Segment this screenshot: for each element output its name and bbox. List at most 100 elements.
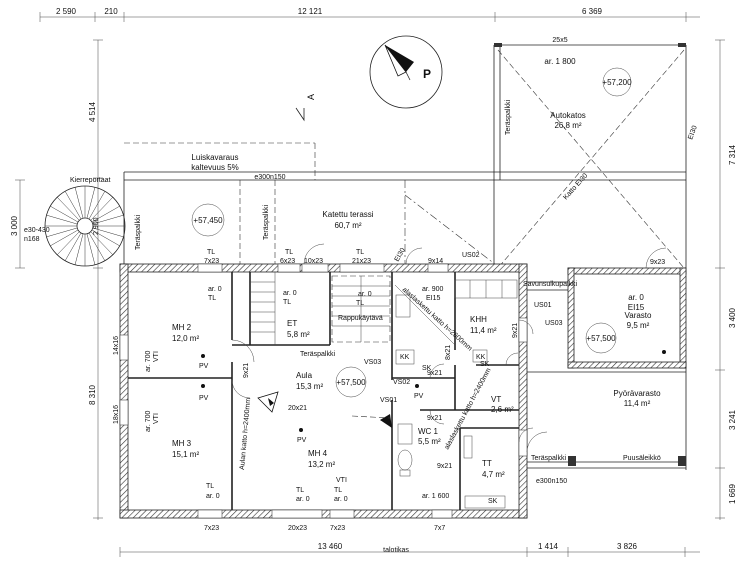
terrace-beam-left: Teräspalkki bbox=[135, 215, 142, 250]
dim-bottom-1414: 1 414 bbox=[538, 542, 559, 551]
svg-text:+57,500: +57,500 bbox=[336, 378, 366, 387]
svg-text:15,1 m²: 15,1 m² bbox=[172, 450, 199, 459]
svg-text:PV: PV bbox=[199, 395, 209, 402]
svg-text:VS03: VS03 bbox=[364, 359, 381, 366]
svg-text:20x23: 20x23 bbox=[288, 525, 307, 532]
svg-text:PV: PV bbox=[199, 363, 209, 370]
svg-text:WC 1: WC 1 bbox=[418, 427, 439, 436]
svg-text:SK: SK bbox=[480, 361, 490, 368]
svg-text:TL: TL bbox=[206, 483, 214, 490]
svg-text:9x21: 9x21 bbox=[437, 463, 452, 470]
svg-text:Aulan katto h=2400mm: Aulan katto h=2400mm bbox=[239, 397, 252, 470]
svg-text:KHH: KHH bbox=[470, 315, 487, 324]
carport-level: +57,200 bbox=[602, 78, 632, 87]
carport-area: 26,8 m² bbox=[554, 121, 581, 130]
room-vt: VT 2,6 m² bbox=[491, 395, 514, 414]
dim-top-2590: 2 590 bbox=[56, 7, 77, 16]
dim-left-4514: 4 514 bbox=[88, 101, 97, 122]
terrace-area: 60,7 m² bbox=[334, 221, 361, 230]
top-dimensions: 2 590 210 12 121 6 369 bbox=[39, 7, 700, 22]
dim-bottom-13460: 13 460 bbox=[318, 542, 343, 551]
varasto-level: +57,500 bbox=[586, 334, 616, 343]
dim-right-1669: 1 669 bbox=[728, 483, 737, 504]
ramp-reservation: Luiskavaraus bbox=[191, 153, 238, 162]
svg-text:5,8 m²: 5,8 m² bbox=[287, 330, 310, 339]
svg-text:PV: PV bbox=[414, 393, 424, 400]
svg-text:9x21: 9x21 bbox=[427, 415, 442, 422]
interior-walls bbox=[128, 272, 519, 510]
svg-text:18x16: 18x16 bbox=[113, 405, 120, 424]
top-wall-labels: TL 7x23 TL 6x23 10x23 TL 21x23 9x14 US02 bbox=[204, 249, 480, 265]
terrace-level: +57,450 bbox=[193, 216, 223, 225]
svg-text:VS02: VS02 bbox=[393, 379, 410, 386]
left-dimensions: 4 514 3 000 8 310 e30-430 n168 bbox=[10, 39, 103, 520]
svg-text:ar. 700: ar. 700 bbox=[145, 410, 152, 432]
svg-text:11,4 m²: 11,4 m² bbox=[470, 326, 497, 335]
svg-text:MH 4: MH 4 bbox=[308, 449, 328, 458]
svg-text:ar. 900: ar. 900 bbox=[422, 286, 444, 293]
svg-text:ET: ET bbox=[287, 319, 297, 328]
svg-text:10x23: 10x23 bbox=[304, 258, 323, 265]
svg-text:KK: KK bbox=[476, 354, 486, 361]
svg-text:12,0 m²: 12,0 m² bbox=[172, 334, 199, 343]
room-mh4: PV MH 4 13,2 m² VTI TL ar. 0 TL ar. 0 20… bbox=[288, 428, 348, 532]
storage-wing: +57,500 ar. 0 EI15 Varasto 9,5 m² Pyöräv… bbox=[523, 259, 687, 485]
svg-text:13,2 m²: 13,2 m² bbox=[308, 460, 335, 469]
svg-text:Rappukäytävä: Rappukäytävä bbox=[338, 315, 383, 322]
dim-right-7314: 7 314 bbox=[728, 144, 737, 165]
svg-text:MH 2: MH 2 bbox=[172, 323, 192, 332]
svg-text:15,3 m²: 15,3 m² bbox=[296, 382, 323, 391]
roof-ladder: talotikas bbox=[383, 547, 409, 554]
khh-fixtures: KK KK bbox=[394, 279, 518, 365]
svg-text:TT: TT bbox=[482, 459, 492, 468]
room-stair-hall: ar. 0 TL Rappukäytävä VS03 bbox=[338, 291, 383, 366]
room-mh2: ar. 0 TL MH 2 12,0 m² ar. 700 VTI 14x16 … bbox=[113, 286, 222, 372]
spiral-stair-dim: 2 900 bbox=[93, 217, 100, 235]
right-dimensions: 7 314 3 400 3 241 1 669 bbox=[715, 39, 737, 520]
carport-ar: ar. 1 800 bbox=[544, 57, 576, 66]
room-khh: ar. 900 EI15 KHH 11,4 m² alaslaskettu ka… bbox=[401, 286, 519, 377]
carport-name: Autokatos bbox=[550, 111, 586, 120]
terrace-beam-dim: e300n150 bbox=[254, 174, 285, 181]
dim-right-3241: 3 241 bbox=[728, 409, 737, 430]
svg-text:9x14: 9x14 bbox=[428, 258, 443, 265]
svg-text:ar. 1 600: ar. 1 600 bbox=[422, 493, 449, 500]
svg-text:21x23: 21x23 bbox=[352, 258, 371, 265]
svg-text:6x23: 6x23 bbox=[280, 258, 295, 265]
room-tt: TT 4,7 m² SK 7x7 bbox=[434, 459, 505, 532]
svg-text:7x23: 7x23 bbox=[204, 525, 219, 532]
spiral-stair-label: Kierreportaat bbox=[70, 177, 111, 184]
svg-text:TL: TL bbox=[296, 487, 304, 494]
svg-text:9x21: 9x21 bbox=[512, 323, 519, 338]
doors bbox=[231, 243, 667, 453]
svg-text:VS01: VS01 bbox=[380, 397, 397, 404]
svg-text:5,5 m²: 5,5 m² bbox=[418, 437, 441, 446]
compass-label: P bbox=[423, 67, 431, 81]
room-mh3: ar. 700 VTI 18x16 PV MH 3 15,1 m² TL ar.… bbox=[113, 384, 220, 532]
wc-fixtures bbox=[397, 423, 506, 509]
stair-dim-n168: n168 bbox=[24, 236, 40, 243]
svg-text:US02: US02 bbox=[462, 252, 480, 259]
varasto-name: Varasto bbox=[625, 311, 653, 320]
svg-text:Teräspalkki: Teräspalkki bbox=[300, 351, 335, 358]
dim-top-210: 210 bbox=[104, 7, 118, 16]
svg-text:7x7: 7x7 bbox=[434, 525, 445, 532]
terrace-beam-mid: Teräspalkki bbox=[263, 205, 270, 240]
svg-text:ar. 0: ar. 0 bbox=[283, 290, 297, 297]
carport-ei30: EI30 bbox=[687, 125, 699, 141]
svg-text:SK: SK bbox=[422, 365, 432, 372]
room-wc: PV 9x21 WC 1 5,5 m² alaslaskettu katto h… bbox=[414, 367, 493, 500]
svg-text:VT: VT bbox=[491, 395, 501, 404]
svg-text:VTI: VTI bbox=[336, 477, 347, 484]
room-aula: Aula 15,3 m² +57,500 20x21 VS02 VS01 9x2… bbox=[239, 363, 410, 470]
svg-text:Aula: Aula bbox=[296, 371, 313, 380]
dim-left-8310: 8 310 bbox=[88, 384, 97, 405]
dim-top-6369: 6 369 bbox=[582, 7, 603, 16]
bike-storage-area: 11,4 m² bbox=[624, 399, 651, 408]
svg-text:MH 3: MH 3 bbox=[172, 439, 192, 448]
svg-text:14x16: 14x16 bbox=[113, 336, 120, 355]
bottom-dimensions: 13 460 1 414 3 826 bbox=[119, 542, 700, 557]
slat-fence: Puusäleikkö bbox=[623, 455, 661, 462]
north-compass: P bbox=[369, 35, 443, 109]
